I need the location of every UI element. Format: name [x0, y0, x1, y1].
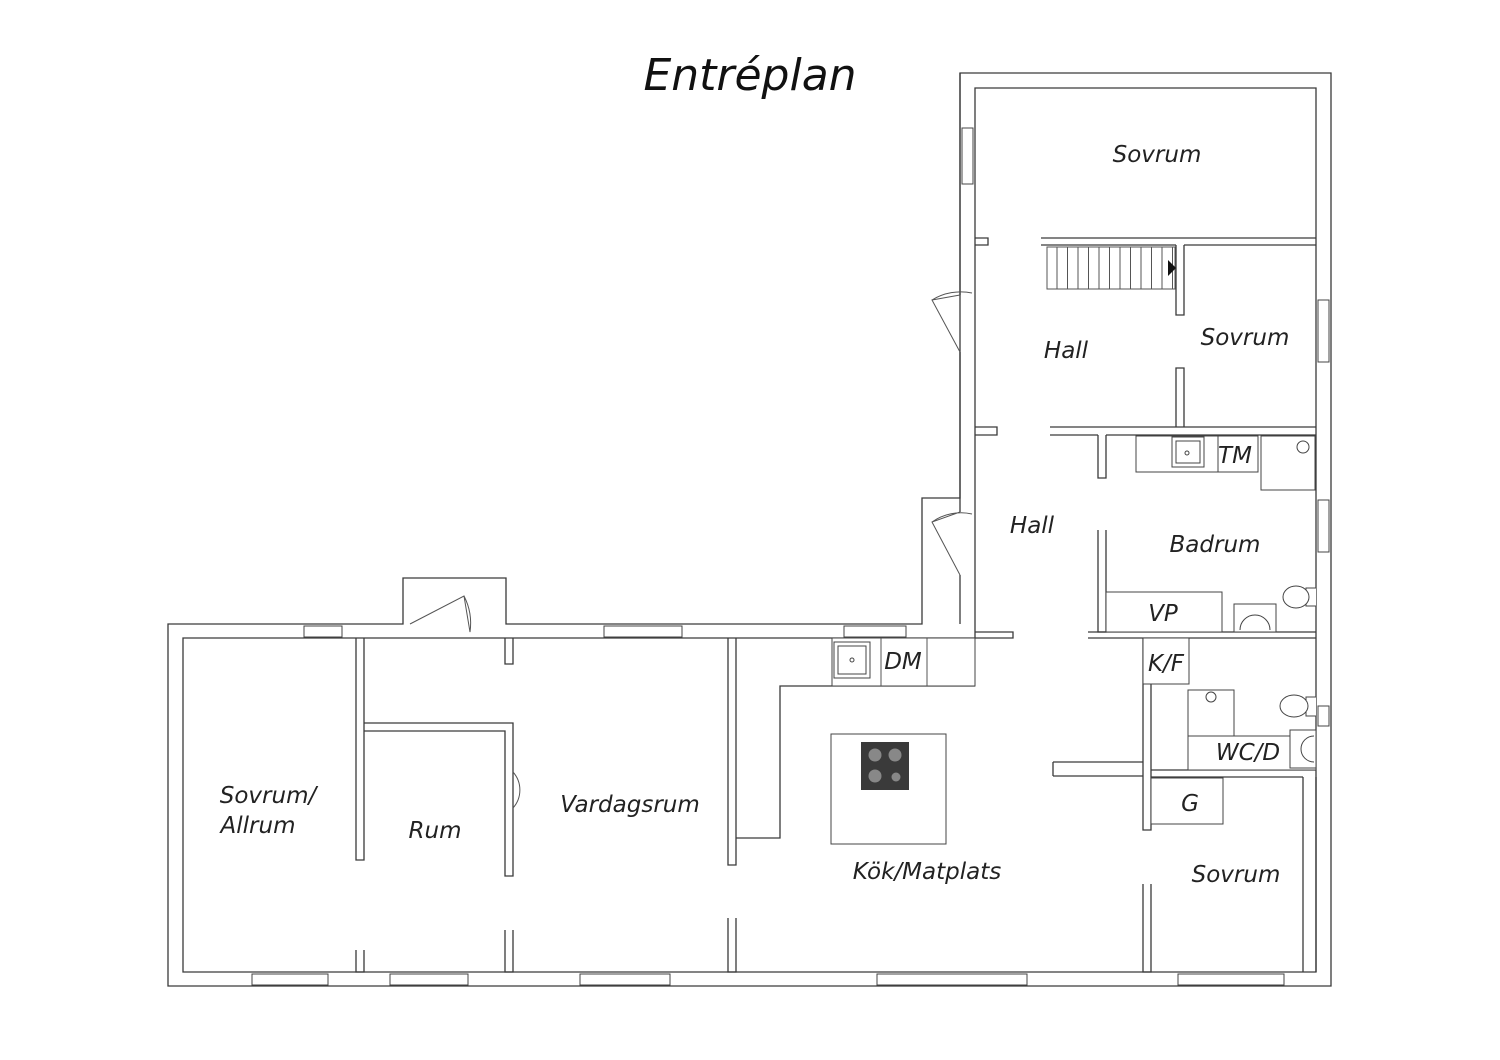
room-label: Sovrum/	[220, 783, 319, 809]
door-swing	[931, 291, 973, 353]
room-label: TM	[1218, 443, 1252, 469]
window	[961, 127, 974, 185]
room-label: G	[1181, 791, 1199, 817]
window	[1317, 705, 1330, 727]
room-label: VP	[1148, 601, 1178, 627]
fridge-freezer	[1142, 637, 1190, 685]
room-label: Allrum	[219, 813, 296, 839]
doors	[409, 291, 973, 809]
fixtures	[830, 435, 1317, 845]
room-label: DM	[884, 649, 922, 675]
window	[1317, 499, 1330, 553]
storage-box	[1150, 777, 1224, 825]
windows	[251, 127, 1330, 986]
staircase	[1046, 246, 1176, 290]
stove-icon	[861, 742, 909, 790]
room-label: Sovrum	[1113, 142, 1202, 168]
room-label: Badrum	[1170, 532, 1261, 558]
room-label: Kök/Matplats	[853, 859, 1001, 885]
room-label: Hall	[1044, 338, 1089, 364]
plan-title: Entréplan	[643, 50, 856, 101]
room-label: Sovrum	[1192, 862, 1281, 888]
room-labels: Sovrum Sovrum Hall Hall TM Badrum VP K/F…	[219, 142, 1290, 888]
window	[843, 625, 907, 638]
vp-counter	[1105, 591, 1223, 633]
room-label: Rum	[409, 818, 462, 844]
room-label: K/F	[1148, 651, 1185, 677]
room-label: WC/D	[1216, 740, 1280, 766]
room-label: Vardagsrum	[560, 792, 700, 818]
window	[389, 973, 469, 986]
fireplace	[512, 771, 521, 809]
window	[1317, 299, 1330, 363]
window	[603, 625, 683, 638]
door-swing	[931, 511, 973, 576]
door-swing	[409, 595, 472, 633]
window	[876, 973, 1028, 986]
window	[303, 625, 343, 638]
room-label: Sovrum	[1201, 325, 1290, 351]
outer-walls	[167, 72, 1332, 987]
window	[579, 973, 671, 986]
window	[251, 973, 329, 986]
room-label: Hall	[1010, 513, 1055, 539]
window	[1177, 973, 1285, 986]
